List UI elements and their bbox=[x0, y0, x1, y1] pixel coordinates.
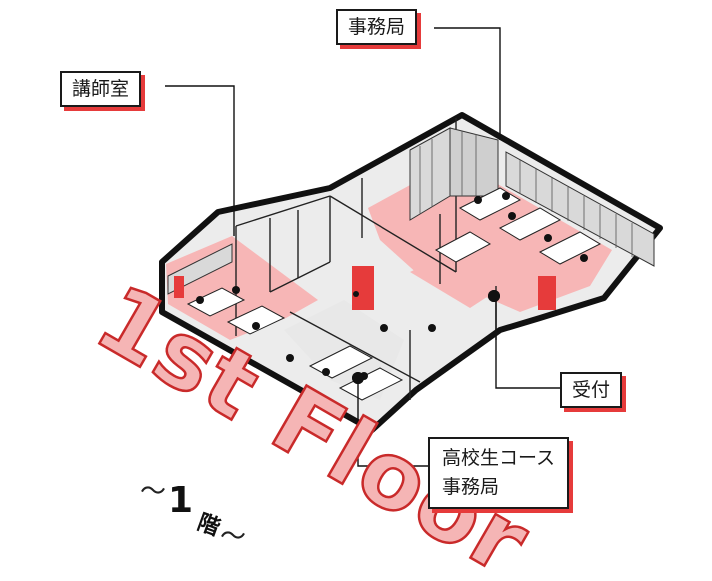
office-shelving bbox=[167, 127, 655, 310]
lecturer-room-label: 講師室 bbox=[60, 71, 142, 107]
floor-subtitle-number: 1 bbox=[168, 480, 193, 521]
leader-lines bbox=[165, 27, 560, 467]
hs-office-label-line1: 高校生コース bbox=[442, 447, 556, 469]
desk-clusters bbox=[186, 187, 602, 401]
reception-label: 受付 bbox=[560, 372, 623, 408]
floor-subtitle-kanji: 階 bbox=[194, 510, 223, 541]
reception-floor-zone bbox=[410, 250, 510, 308]
reception-marker bbox=[488, 290, 500, 302]
hs-office-label-line2: 事務局 bbox=[442, 476, 500, 498]
hs-office-marker bbox=[352, 372, 364, 384]
high-school-course-office-label: 高校生コース 事務局 bbox=[428, 437, 570, 509]
office-label: 事務局 bbox=[336, 9, 418, 45]
floor-subtitle-left: 〜 bbox=[140, 477, 166, 507]
floor-subtitle-right: 〜 bbox=[220, 522, 246, 552]
